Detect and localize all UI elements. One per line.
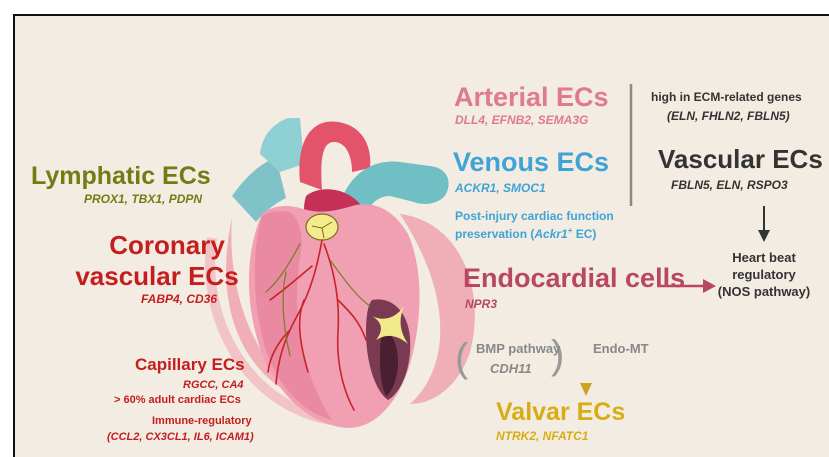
venous-title: Venous ECs — [453, 148, 609, 178]
lymphatic-title: Lymphatic ECs — [31, 163, 211, 191]
vascular-to-heartbeat-arrow — [758, 206, 770, 242]
coronary-markers: FABP4, CD36 — [141, 293, 217, 306]
venous-note-line1: Post-injury cardiac function — [455, 210, 614, 223]
capillary-immune-label: Immune-regulatory — [152, 415, 252, 427]
valvar-title: Valvar ECs — [496, 399, 625, 427]
vascular-note-line2: (ELN, FHLN2, FBLN5) — [667, 110, 790, 123]
vascular-note-line1: high in ECM-related genes — [651, 91, 802, 104]
heartbeat-line3: (NOS pathway) — [708, 285, 820, 299]
bmp-line1: BMP pathway — [476, 342, 560, 356]
heartbeat-line1: Heart beat — [714, 251, 814, 265]
valvar-markers: NTRK2, NFATC1 — [496, 430, 588, 443]
endo-mt-arrow — [580, 308, 592, 396]
capillary-immune-markers: (CCL2, CX3CL1, IL6, ICAM1) — [107, 431, 254, 443]
coronary-title-line2: vascular ECs — [62, 262, 252, 291]
heartbeat-line2: regulatory — [714, 268, 814, 282]
bmp-line2: CDH11 — [490, 362, 532, 376]
bmp-open-paren: ( — [455, 336, 469, 380]
arterial-markers: DLL4, EFNB2, SEMA3G — [455, 114, 588, 127]
endocardial-markers: NPR3 — [465, 298, 497, 311]
venous-markers: ACKR1, SMOC1 — [455, 182, 546, 195]
vascular-title: Vascular ECs — [658, 145, 823, 174]
arterial-title: Arterial ECs — [454, 83, 609, 113]
endocardial-title: Endocardial cells — [463, 264, 685, 294]
coronary-title-line1: Coronary — [82, 231, 252, 260]
venous-note-line2: preservation (Ackr1+ EC) — [455, 227, 596, 241]
capillary-markers: RGCC, CA4 — [183, 379, 244, 391]
lymphatic-markers: PROX1, TBX1, PDPN — [84, 193, 202, 206]
endo-mt-label: Endo-MT — [593, 342, 649, 356]
vascular-markers: FBLN5, ELN, RSPO3 — [671, 179, 788, 192]
capillary-title: Capillary ECs — [135, 356, 245, 375]
capillary-note: > 60% adult cardiac ECs — [114, 394, 241, 406]
